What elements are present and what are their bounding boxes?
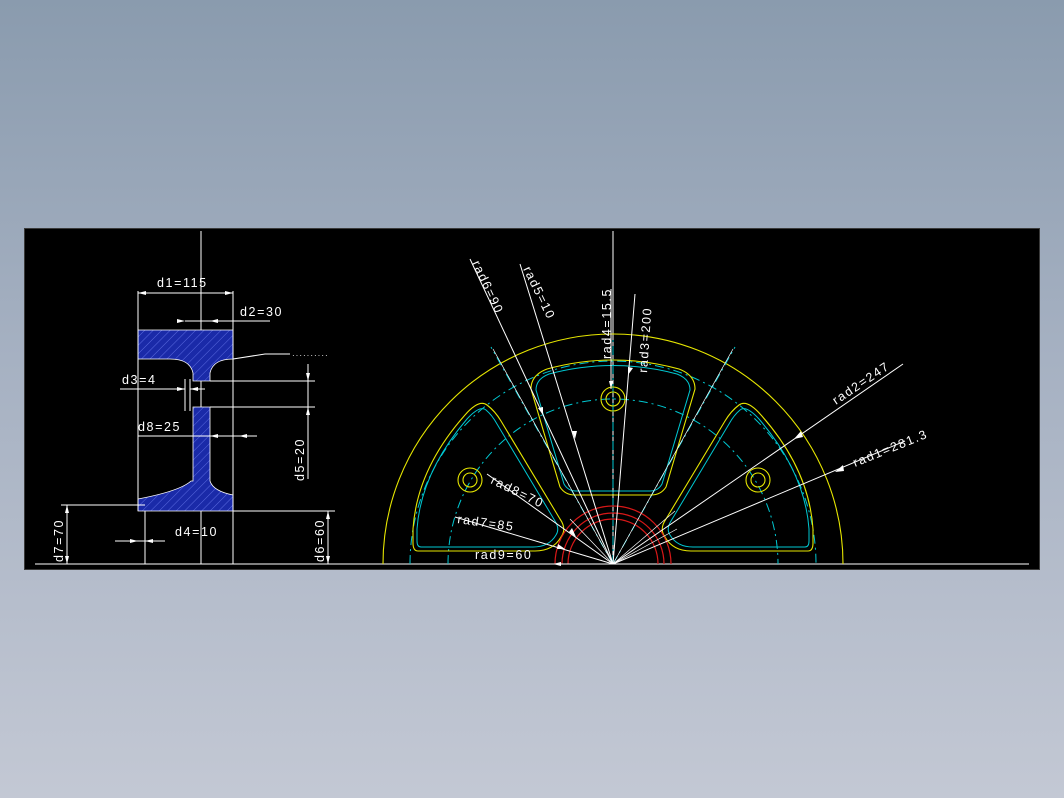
window-left-inner <box>416 408 559 548</box>
dim-rad4-label: rad4=15.5 <box>600 288 614 359</box>
hub-mid-arc <box>561 512 665 565</box>
window-center-inner <box>535 365 691 492</box>
dim-rad3-label: rad3=200 <box>636 306 655 373</box>
web-section-hatched <box>137 406 234 512</box>
window-right-inner <box>667 408 810 548</box>
hub-inner-arc <box>567 518 659 565</box>
note-leader <box>232 353 290 360</box>
dim-rad1-label: rad1=281.3 <box>851 427 930 470</box>
rad3-leader <box>612 293 636 565</box>
cad-drawing-canvas[interactable]: d1=115 d2=30 ·········· d3=4 <box>24 228 1040 570</box>
dim-rad6-label: rad6=90 <box>469 258 506 316</box>
rad2-leader <box>612 363 904 565</box>
window-right-outline <box>661 402 814 552</box>
dim-d3-label: d3=4 <box>122 373 157 387</box>
bolt-hole-top <box>600 386 626 412</box>
dim-rad9-label: rad9=60 <box>475 548 532 562</box>
bolt-hole-right <box>745 467 771 493</box>
hub-outer-arc <box>554 505 672 565</box>
dim-d8-label: d8=25 <box>138 420 181 434</box>
rad5-leader <box>519 263 614 565</box>
outer-rim-arc <box>382 333 844 565</box>
dim-rad7-label: rad7=85 <box>457 512 516 534</box>
rad8-leader <box>486 473 614 565</box>
dim-d5-label: d5=20 <box>293 438 307 481</box>
drawing-svg: d1=115 d2=30 ·········· d3=4 <box>35 231 1029 566</box>
dim-d1-label: d1=115 <box>157 276 208 290</box>
bolt-circle-centerline <box>447 398 779 565</box>
rim-section-hatched <box>137 329 234 382</box>
rim-cross-section: d1=115 d2=30 ·········· d3=4 <box>52 231 335 564</box>
dim-rad5-label: rad5=10 <box>520 264 558 322</box>
dim-rad2-label: rad2=247 <box>830 359 893 408</box>
bolt-hole-left <box>457 467 483 493</box>
note-marker: ·········· <box>292 351 329 360</box>
dim-d7-label: d7=70 <box>52 519 66 562</box>
dim-d4-label: d4=10 <box>175 525 218 539</box>
pulley-front-view: rad1=281.3 rad2=247 rad3=200 rad4=15.5 r… <box>382 231 930 566</box>
dim-d6-label: d6=60 <box>313 519 327 562</box>
rad7-leader <box>454 516 614 565</box>
dim-d2-label: d2=30 <box>240 305 283 319</box>
rad1-leader <box>612 440 906 565</box>
